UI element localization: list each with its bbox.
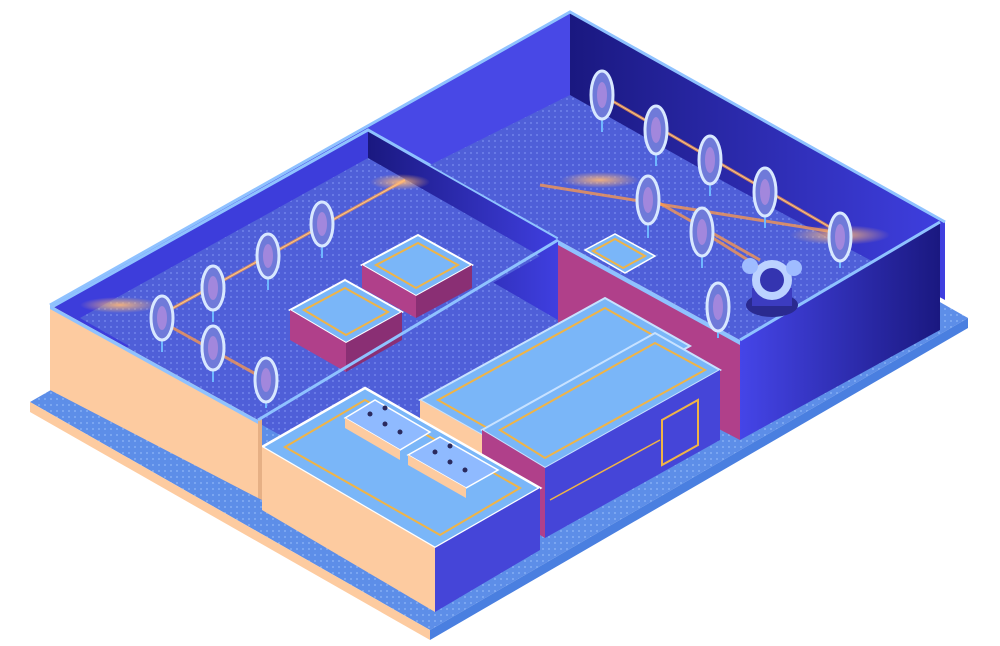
optical-mirror-icon	[635, 174, 661, 238]
optical-mirror-icon	[643, 104, 669, 166]
optical-mirror-icon	[705, 281, 731, 338]
optical-mirror-icon	[200, 264, 226, 322]
optical-mirror-icon	[255, 232, 281, 290]
optical-mirror-icon	[253, 356, 279, 408]
front-chip-2	[406, 436, 500, 498]
front-chip-1	[343, 399, 432, 460]
optical-mirror-icon	[689, 206, 715, 268]
front-electronics-bay	[259, 386, 543, 612]
mirrors-left	[149, 200, 335, 408]
optical-mirror-icon	[589, 69, 615, 132]
mirrors-right	[589, 69, 853, 338]
optical-mirror-icon	[697, 134, 723, 196]
microchip-icon	[583, 233, 657, 274]
optical-mirror-icon	[827, 211, 853, 268]
optical-mirror-icon	[752, 166, 778, 228]
outer-wall-left	[50, 305, 262, 500]
optical-mirror-icon	[309, 200, 335, 258]
chip-left-1	[287, 278, 405, 372]
chip-left-2	[359, 233, 475, 318]
optical-mirror-icon	[149, 294, 175, 352]
photodetector-icon	[742, 258, 802, 317]
divider-wall	[257, 238, 559, 422]
laser-beams-left	[80, 174, 430, 384]
optical-mirror-icon	[200, 324, 226, 382]
